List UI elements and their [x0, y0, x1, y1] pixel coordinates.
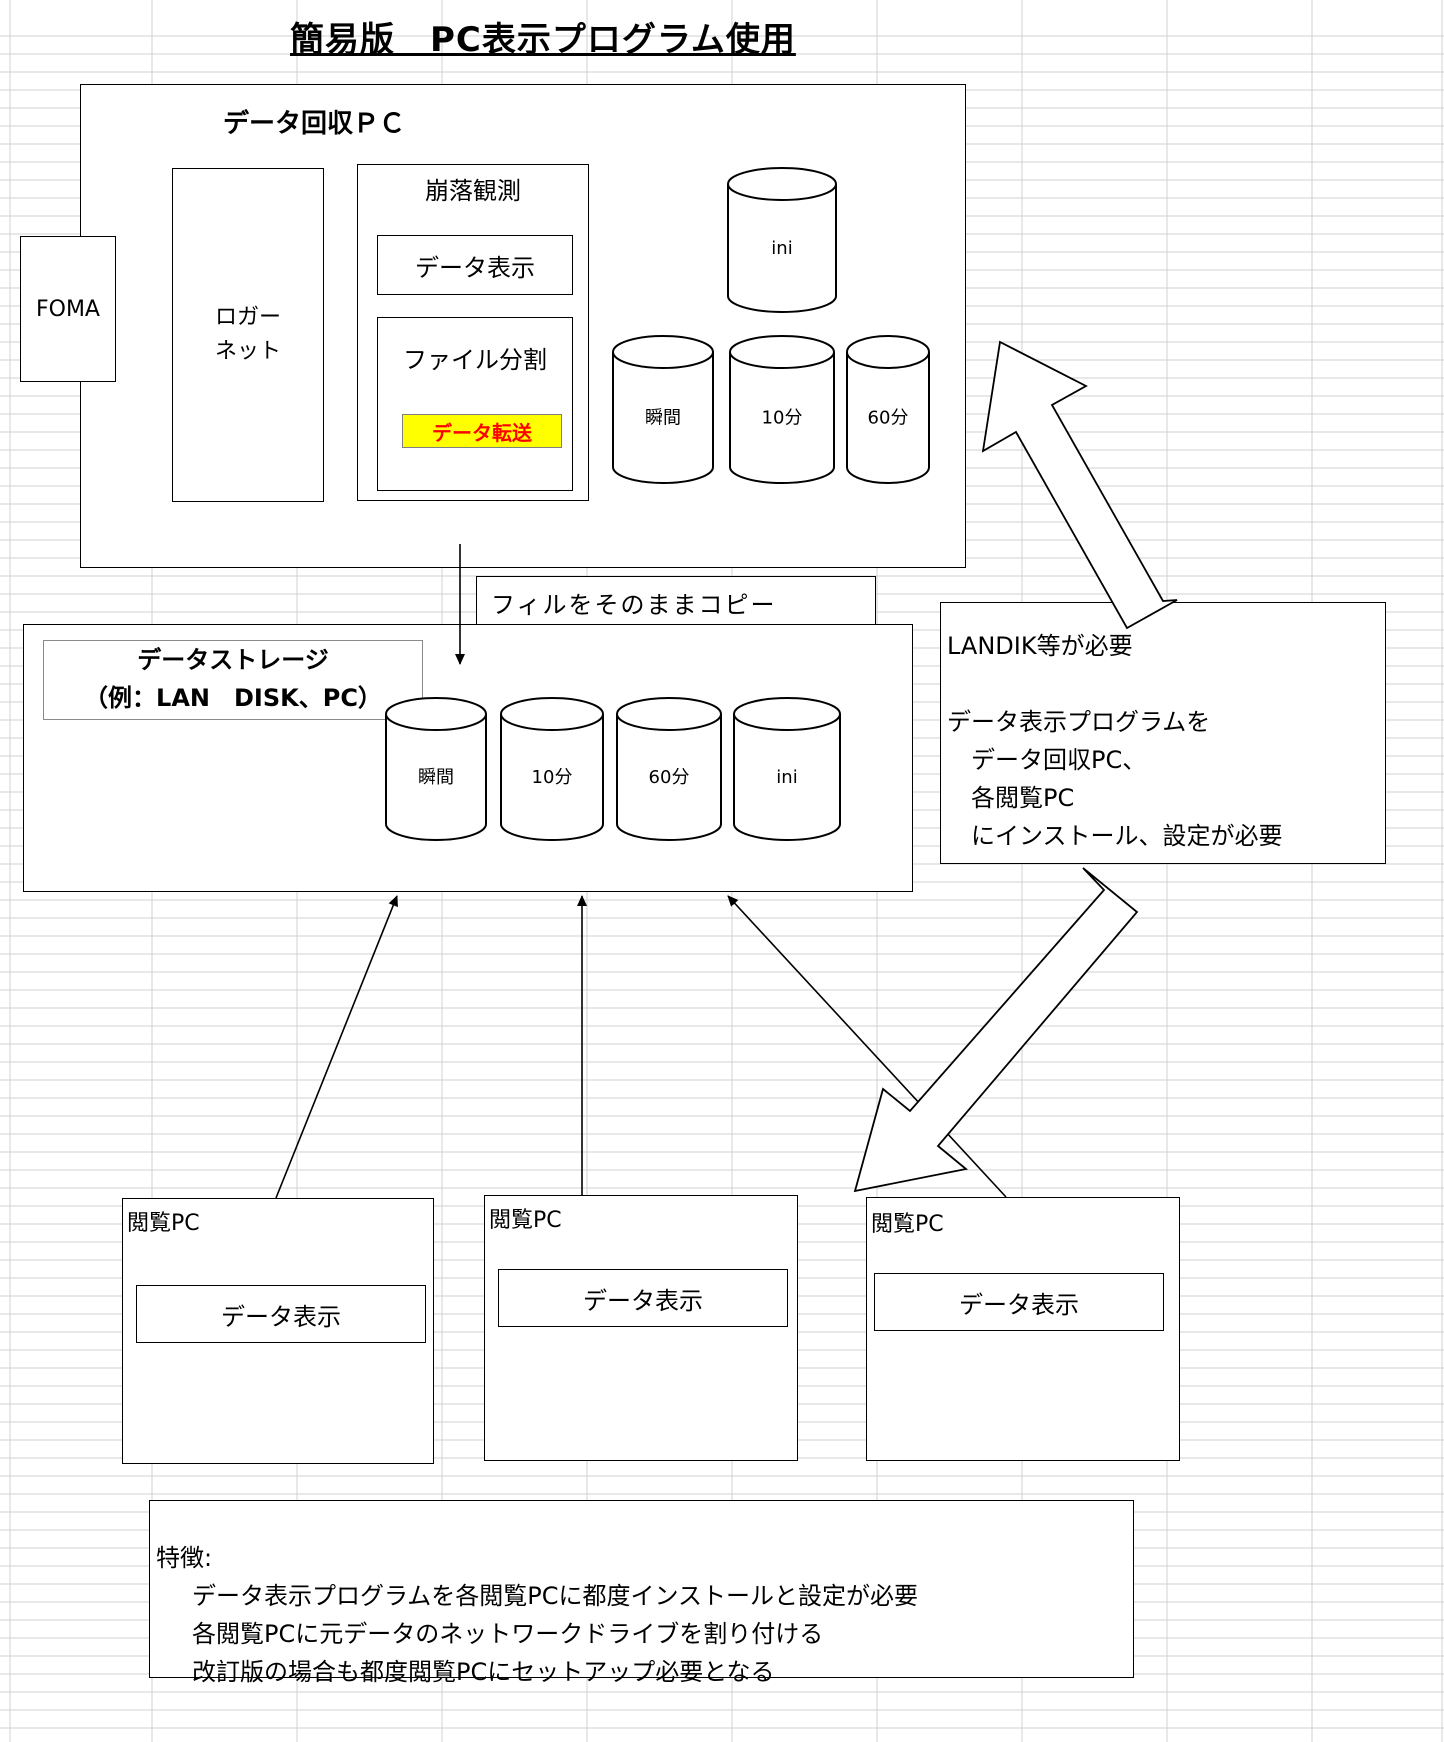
requirement-line: 各閲覧PC	[947, 784, 1075, 812]
viewer-data-display-label: データ表示	[583, 1286, 703, 1315]
copy-label-box: フィルをそのままコピー	[476, 576, 876, 628]
data-storage-box: データストレージ （例：LAN DISK、PC）	[23, 624, 913, 892]
logger-net-box: ロガー ネット	[172, 168, 324, 502]
file-split-box: ファイル分割 データ転送	[377, 317, 573, 491]
viewer-data-display-label: データ表示	[959, 1290, 1079, 1319]
foma-box: FOMA	[20, 236, 116, 382]
viewer-pc-title: 閲覧PC	[127, 1211, 200, 1236]
viewer-pc-title: 閲覧PC	[871, 1212, 944, 1237]
page-title: 簡易版 PC表示プログラム使用	[290, 20, 796, 60]
storage-title-line1: データストレージ	[137, 646, 329, 674]
features-box: 特徴: データ表示プログラムを各閲覧PCに都度インストールと設定が必要 各閲覧P…	[149, 1500, 1134, 1686]
logger-label-line2: ネット	[214, 339, 281, 364]
foma-label: FOMA	[35, 296, 100, 322]
collapse-observation-box: 崩落観測 データ表示 ファイル分割 データ転送	[357, 164, 589, 501]
viewer-data-display-box: データ表示	[874, 1273, 1164, 1331]
copy-label: フィルをそのままコピー	[491, 590, 777, 619]
requirement-line: にインストール、設定が必要	[947, 822, 1283, 850]
collector-data-display-box: データ表示	[377, 235, 573, 295]
features-line: 改訂版の場合も都度閲覧PCにセットアップ必要となる	[192, 1658, 775, 1686]
logger-label-line1: ロガー	[214, 305, 281, 330]
collector-pc-title: データ回収ＰＣ	[223, 109, 406, 139]
viewer-pc-box: 閲覧PC データ表示	[484, 1195, 798, 1461]
requirement-note-box: LANDIK等が必要 データ表示プログラムを データ回収PC、 各閲覧PC にイ…	[940, 602, 1386, 864]
requirement-line: データ表示プログラムを	[947, 708, 1211, 736]
viewer-pc-box: 閲覧PC データ表示	[122, 1198, 434, 1464]
collector-data-display-label: データ表示	[415, 253, 535, 282]
features-title: 特徴:	[156, 1544, 213, 1572]
features-line: データ表示プログラムを各閲覧PCに都度インストールと設定が必要	[192, 1582, 919, 1610]
data-transfer-label: データ転送	[432, 420, 532, 445]
viewer-data-display-box: データ表示	[136, 1285, 426, 1343]
file-split-label: ファイル分割	[403, 346, 547, 374]
requirement-line	[947, 665, 1385, 703]
viewer-pc-title: 閲覧PC	[489, 1208, 562, 1233]
features-line: 各閲覧PCに元データのネットワークドライブを割り付ける	[192, 1620, 824, 1648]
storage-title-line2: （例：LAN DISK、PC）	[84, 684, 382, 712]
requirement-line: データ回収PC、	[947, 746, 1147, 774]
collapse-observation-title: 崩落観測	[425, 177, 521, 205]
viewer-data-display-box: データ表示	[498, 1269, 788, 1327]
storage-title-box: データストレージ （例：LAN DISK、PC）	[43, 640, 423, 720]
data-transfer-badge: データ転送	[402, 414, 562, 448]
viewer-data-display-label: データ表示	[221, 1302, 341, 1331]
requirement-line: LANDIK等が必要	[947, 632, 1133, 660]
viewer-pc-box: 閲覧PC データ表示	[866, 1197, 1180, 1461]
